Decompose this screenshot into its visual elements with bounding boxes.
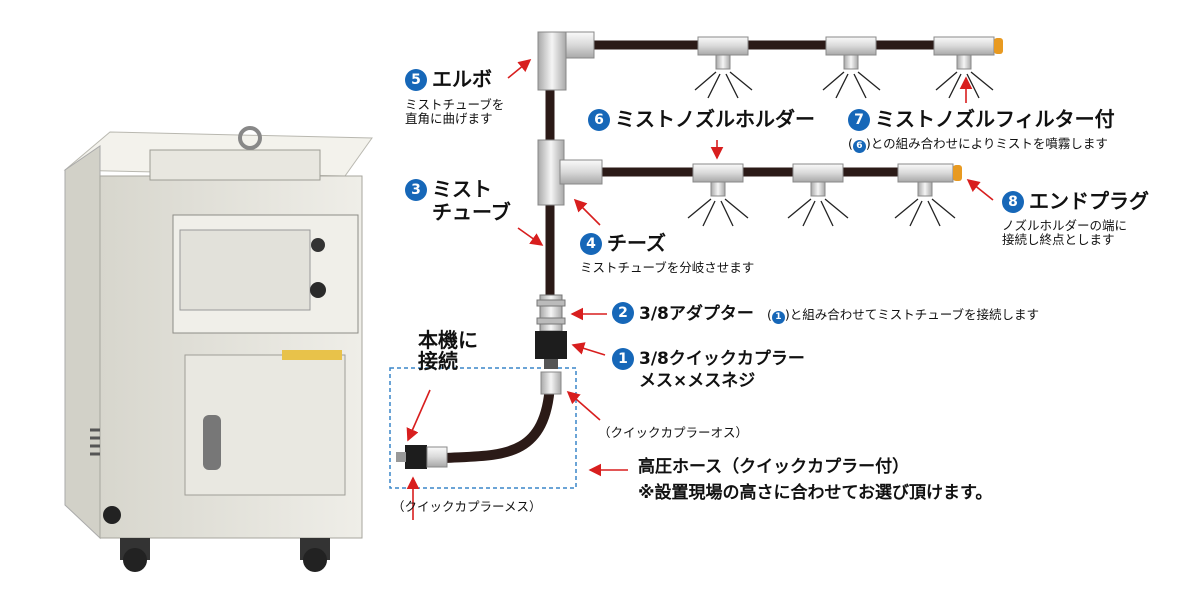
nozzle-holders-bottom [692, 163, 962, 197]
badge-6: 6 [588, 109, 610, 131]
label-tee-desc: ミストチューブを分岐させます [580, 260, 755, 275]
connection-box [389, 367, 577, 489]
badge-ref-6: 6 [852, 140, 866, 153]
label-elbow-desc: ミストチューブを 直角に曲げます [405, 97, 505, 127]
label-hose-title: 高圧ホース（クイックカプラー付） [638, 457, 910, 477]
female-coupler [396, 445, 448, 469]
nozzle-holders-top [697, 36, 1003, 70]
mist-spray [687, 71, 994, 227]
badge-4: 4 [580, 233, 602, 255]
badge-7: 7 [848, 109, 870, 131]
badge-3: 3 [405, 179, 427, 201]
adapter-coupler [535, 294, 567, 395]
badge-5: 5 [405, 69, 427, 91]
label-hose: 高圧ホース（クイックカプラー付） ※設置現場の高さに合わせてお選び頂けます。 [638, 457, 993, 503]
label-hose-note: ※設置現場の高さに合わせてお選び頂けます。 [638, 482, 993, 503]
badge-ref-1: 1 [771, 311, 785, 324]
elbow-fitting [537, 31, 595, 91]
callout-arrows [406, 58, 994, 520]
badge-1: 1 [612, 348, 634, 370]
label-coupler-female: （クイックカプラーメス） [392, 499, 542, 514]
mist-tubes [440, 40, 965, 463]
label-end-plug-desc: ノズルホルダーの端に 接続し終点とします [1002, 218, 1128, 248]
label-machine-connect: 本機に 接続 [418, 328, 478, 373]
tee-fitting [537, 139, 603, 206]
label-coupler-male: （クイックカプラーオス） [598, 425, 749, 440]
badge-2: 2 [612, 302, 634, 324]
badge-8: 8 [1002, 191, 1024, 213]
machine-unit [63, 126, 373, 572]
